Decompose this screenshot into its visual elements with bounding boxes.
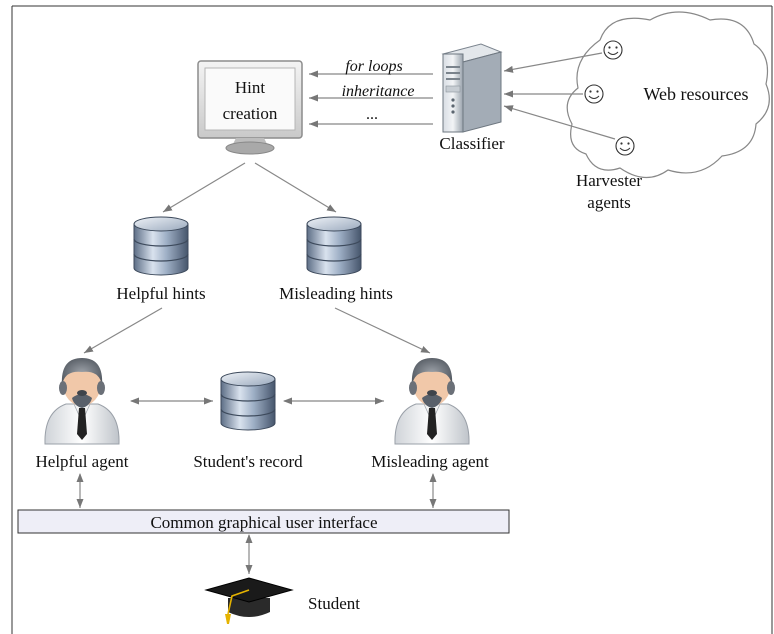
misleading-hints-label: Misleading hints <box>279 284 393 303</box>
student-label: Student <box>308 594 360 613</box>
topic-label-2: inheritance <box>342 83 415 100</box>
harvester-label-line2: agents <box>587 193 630 212</box>
arrow-to-helpful-agent <box>83 307 163 354</box>
classifier-label: Classifier <box>439 134 504 153</box>
topic-label-3: ... <box>366 106 378 123</box>
student-record-label: Student's record <box>193 452 303 471</box>
server-tower-icon <box>441 43 503 133</box>
graduation-cap-icon <box>204 577 294 624</box>
harvest-arrow-3 <box>503 105 616 140</box>
agent-person-icon <box>44 357 120 445</box>
cloud-label: Web resources <box>643 84 748 104</box>
harvest-arrow-1 <box>503 52 603 73</box>
gui-label: Common graphical user interface <box>150 513 377 532</box>
monitor-label-line2: creation <box>223 104 278 123</box>
helpful-agent-label: Helpful agent <box>36 452 129 471</box>
arrow-to-misleading-hints <box>254 162 337 213</box>
gui-bar <box>17 509 510 534</box>
topic-label-1: for loops <box>345 58 402 75</box>
database-icon <box>220 371 276 431</box>
smiley-icon <box>584 84 604 104</box>
arrow-to-misleading-agent <box>334 307 431 354</box>
monitor-label-line1: Hint <box>235 78 266 97</box>
smiley-icon <box>615 136 635 156</box>
misleading-agent-label: Misleading agent <box>371 452 489 471</box>
helpful-hints-label: Helpful hints <box>116 284 205 303</box>
arrow-to-helpful-hints <box>162 162 246 213</box>
harvester-label-line1: Harvester <box>576 171 642 190</box>
agent-person-icon <box>394 357 470 445</box>
database-icon <box>133 216 189 276</box>
monitor-icon <box>197 60 303 155</box>
database-icon <box>306 216 362 276</box>
smiley-icon <box>603 40 623 60</box>
